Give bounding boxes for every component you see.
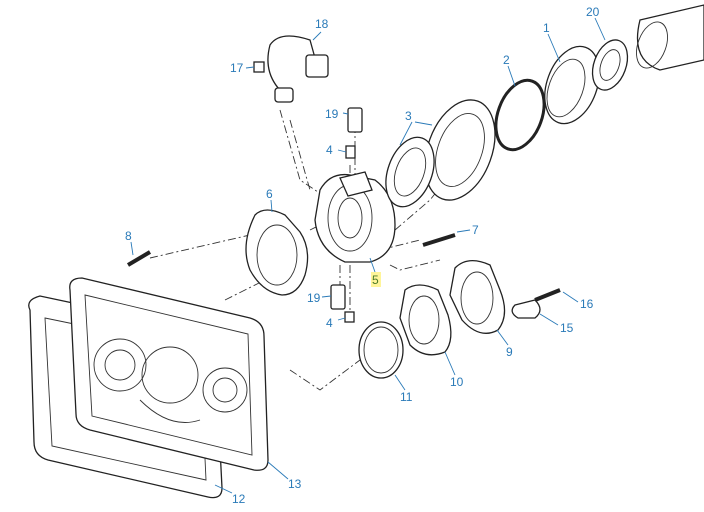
part-6-gasket bbox=[245, 209, 309, 296]
callout-11: 11 bbox=[400, 390, 413, 404]
part-4-screw-upper bbox=[345, 145, 356, 159]
callout-2: 2 bbox=[503, 53, 510, 67]
callout-8: 8 bbox=[125, 229, 132, 243]
part-9-flange bbox=[449, 260, 506, 334]
part-7-bolt bbox=[422, 233, 456, 247]
callout-5[interactable]: 5 bbox=[372, 273, 379, 287]
part-20-washer bbox=[591, 39, 629, 91]
shaft bbox=[636, 4, 704, 71]
part-13-gasket bbox=[69, 277, 269, 471]
part-11-ring bbox=[358, 321, 404, 379]
callout-4-upper: 4 bbox=[326, 143, 333, 157]
part-10-gasket bbox=[399, 284, 452, 356]
callout-18: 18 bbox=[315, 17, 329, 31]
callout-16: 16 bbox=[580, 297, 594, 311]
part-8-bolt bbox=[126, 250, 152, 267]
callout-15: 15 bbox=[560, 321, 574, 335]
part-19-fitting-upper bbox=[347, 107, 363, 133]
callout-4-lower: 4 bbox=[326, 316, 333, 330]
callout-6: 6 bbox=[266, 187, 273, 201]
callout-1: 1 bbox=[543, 21, 550, 35]
part-19-fitting-lower bbox=[330, 284, 346, 310]
part-18-sensor bbox=[267, 35, 329, 103]
leader-lines bbox=[130, 17, 606, 494]
part-1-bearing bbox=[544, 45, 600, 125]
part-2-o-ring bbox=[494, 78, 546, 152]
part-3-seals bbox=[385, 99, 496, 208]
callout-13: 13 bbox=[288, 477, 302, 491]
highlight-marker bbox=[371, 272, 381, 287]
callout-7: 7 bbox=[472, 223, 479, 237]
callout-9: 9 bbox=[506, 345, 513, 359]
part-5-housing bbox=[314, 171, 396, 263]
callout-19-upper: 19 bbox=[325, 107, 339, 121]
callout-17: 17 bbox=[230, 61, 244, 75]
callout-10: 10 bbox=[450, 375, 464, 389]
part-17-bolt bbox=[253, 61, 265, 73]
callout-12: 12 bbox=[232, 492, 246, 506]
callout-3: 3 bbox=[405, 109, 412, 123]
part-16-bolt bbox=[534, 288, 561, 302]
callouts: 1 2 3 4 4 5 6 7 8 9 10 11 12 13 15 16 17… bbox=[125, 5, 600, 506]
part-4-screw-lower bbox=[344, 311, 355, 323]
callout-20: 20 bbox=[586, 5, 600, 19]
callout-19-lower: 19 bbox=[307, 291, 321, 305]
part-15-clip bbox=[511, 299, 541, 319]
